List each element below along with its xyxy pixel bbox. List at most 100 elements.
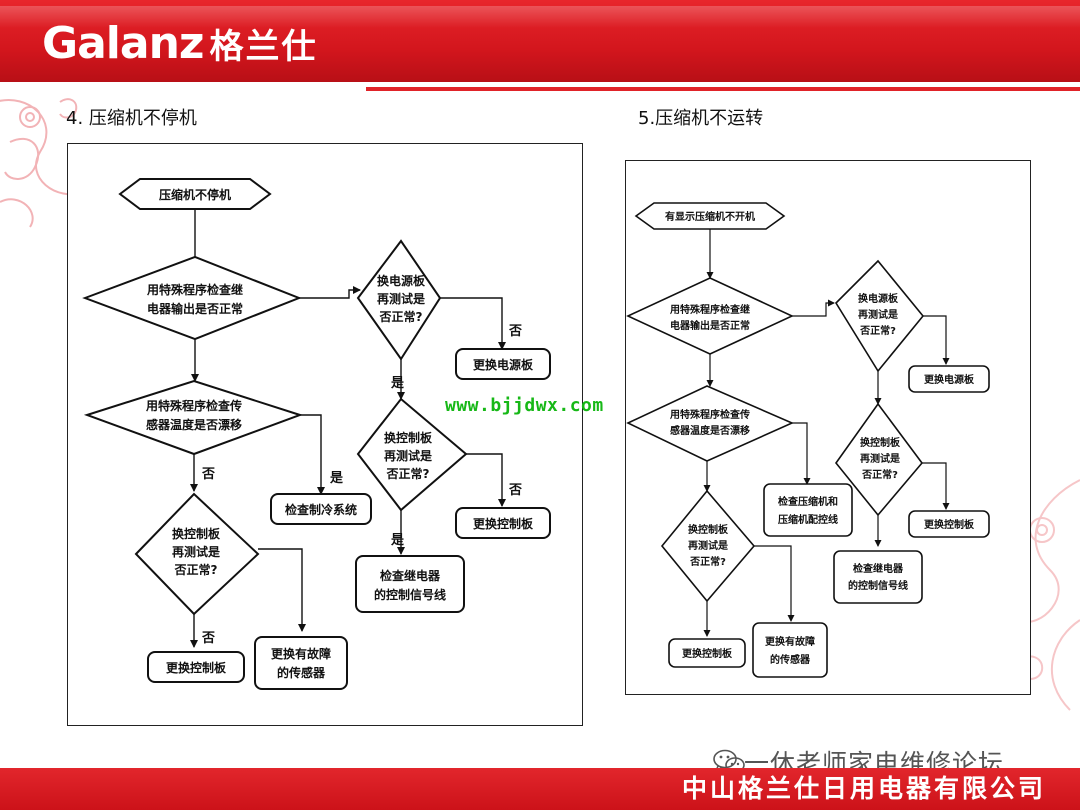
box-check-relay	[833, 550, 923, 604]
box-check-comp	[763, 483, 853, 537]
box-replace-sensor-line2: 的传感器	[770, 653, 811, 666]
box-replace-ctrl-2-label: 更换控制板	[473, 516, 534, 531]
box-replace-sensor-line1: 更换有故障	[765, 635, 815, 648]
box-replace-ctrl-2	[908, 510, 990, 538]
decision-d5-shape	[834, 402, 924, 517]
d4-line2: 再测试是	[377, 291, 426, 306]
d5-line2: 再测试是	[384, 448, 433, 463]
start-node-shape	[634, 202, 786, 230]
flowchart1-svg: 压缩机不停机 用特殊程序检查继 电器输出是否正常 用特殊程序检查传 感器温度是否…	[82, 178, 551, 690]
box-check-relay	[355, 555, 465, 613]
box-check-relay-line2: 的控制信号线	[374, 587, 446, 602]
connector	[754, 545, 795, 622]
start-label: 有显示压缩机不开机	[665, 210, 755, 223]
flowchart2-svg: 有显示压缩机不开机 用特殊程序检查继 电器输出是否正常 用特殊程序检查传 感器温…	[626, 202, 990, 678]
box-replace-ctrl-1	[668, 638, 746, 668]
connector	[300, 414, 325, 495]
d5-line3: 否正常?	[861, 468, 898, 481]
box-check-relay-line1: 检查继电器	[853, 562, 904, 575]
connector	[440, 297, 506, 350]
box-replace-sensor-line1: 更换有故障	[271, 646, 331, 661]
box-replace-ctrl-2-label: 更换控制板	[924, 518, 975, 531]
logo-cn: 格兰仕	[209, 27, 318, 67]
box-replace-ctrl-2	[455, 507, 551, 539]
connector	[792, 422, 811, 485]
d1-line1: 用特殊程序检查继	[146, 282, 243, 297]
d1-line2: 电器输出是否正常	[670, 319, 750, 332]
label-no-d2: 否	[201, 467, 215, 482]
box-replace-ctrl-1	[147, 651, 245, 683]
box-replace-power	[908, 365, 990, 393]
connector	[792, 299, 835, 317]
company-name: 中山格兰仕日用电器有限公司	[681, 774, 1046, 803]
box-check-relay-line1: 检查继电器	[380, 568, 441, 583]
d2-line1: 用特殊程序检查传	[145, 398, 242, 413]
connector	[258, 548, 306, 632]
start-label: 压缩机不停机	[159, 187, 231, 202]
decision-d2-shape	[626, 385, 794, 462]
d2-line2: 感器温度是否漂移	[146, 417, 242, 432]
footer-band	[0, 768, 1080, 810]
start-node-shape	[118, 178, 272, 210]
connector	[922, 462, 950, 510]
d3-line1: 换控制板	[172, 526, 221, 541]
box-replace-power-label: 更换电源板	[473, 357, 534, 372]
label-no-d5: 否	[508, 483, 522, 498]
d3-line2: 再测试是	[172, 544, 221, 559]
label-no-d3: 否	[201, 631, 215, 646]
floral-decoration-icon	[0, 98, 86, 228]
decision-d5-shape	[356, 397, 468, 512]
decision-d2-shape	[83, 379, 304, 456]
decision-d4-shape	[356, 239, 442, 361]
label-no-d4: 否	[508, 324, 522, 339]
box-replace-power	[455, 348, 551, 380]
flowchart-compressor-not-running: 有显示压缩机不开机 用特殊程序检查继 电器输出是否正常 用特殊程序检查传 感器温…	[625, 160, 1031, 695]
d3-line3: 否正常?	[689, 555, 726, 568]
label-yes-d4: 是	[390, 376, 405, 391]
d3-line2: 再测试是	[688, 539, 728, 552]
d5-line1: 换控制板	[384, 430, 433, 445]
label-yes-d5: 是	[390, 533, 405, 548]
decision-d3-shape	[134, 492, 260, 616]
box-check-relay-line2: 的控制信号线	[848, 579, 908, 592]
d5-line2: 再测试是	[860, 452, 900, 465]
d4-line3: 否正常?	[859, 324, 896, 337]
d4-line1: 换电源板	[858, 292, 899, 305]
d5-line3: 否正常?	[386, 466, 430, 481]
connector	[923, 315, 950, 365]
d1-line2: 电器输出是否正常	[147, 301, 243, 316]
box-replace-sensor-line2: 的传感器	[277, 665, 326, 680]
d4-line2: 再测试是	[858, 308, 898, 321]
logo-text: Galanz	[42, 18, 205, 69]
box-replace-ctrl-1-label: 更换控制板	[166, 660, 227, 675]
decision-d3-shape	[660, 489, 756, 603]
box-replace-ctrl-1-label: 更换控制板	[682, 647, 733, 660]
d5-line1: 换控制板	[860, 436, 901, 449]
box-check-cooling	[270, 493, 372, 525]
watermark-url: www.bjjdwx.com	[445, 395, 604, 416]
connector	[466, 453, 506, 507]
box-check-cooling-label: 检查制冷系统	[285, 502, 357, 517]
box-replace-sensor	[254, 636, 348, 690]
flowchart-compressor-not-stopping: 压缩机不停机 用特殊程序检查继 电器输出是否正常 用特殊程序检查传 感器温度是否…	[67, 143, 583, 726]
decision-d4-shape	[834, 259, 925, 373]
section1-title: 4. 压缩机不停机	[66, 108, 197, 129]
d4-line3: 否正常?	[379, 309, 423, 324]
decision-d1-shape	[626, 277, 794, 355]
d2-line2: 感器温度是否漂移	[670, 424, 750, 437]
section2-title: 5.压缩机不运转	[638, 108, 764, 129]
box-check-comp-line2: 压缩机配控线	[778, 513, 838, 526]
d3-line1: 换控制板	[688, 523, 729, 536]
d3-line3: 否正常?	[174, 562, 218, 577]
header-rule	[366, 87, 1080, 91]
connector	[299, 286, 361, 299]
d1-line1: 用特殊程序检查继	[669, 303, 750, 316]
box-replace-sensor	[752, 622, 828, 678]
header-band	[0, 0, 1080, 82]
d2-line1: 用特殊程序检查传	[669, 408, 750, 421]
decision-d1-shape	[82, 255, 302, 341]
d4-line1: 换电源板	[377, 273, 426, 288]
label-yes-d2: 是	[329, 471, 344, 486]
box-replace-power-label: 更换电源板	[924, 373, 975, 386]
